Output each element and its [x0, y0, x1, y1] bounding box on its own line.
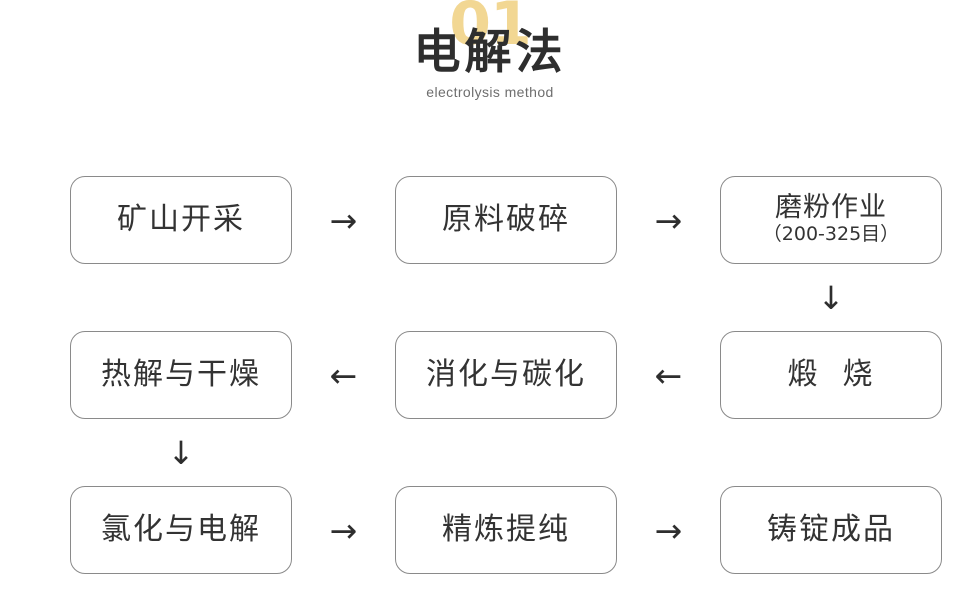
page-header: 01 电解法 electrolysis method — [0, 0, 980, 118]
flow-row-2: 热解与干燥 ← 消化与碳化 ← 煅 烧 — [70, 330, 942, 420]
flow-node-label: 热解与干燥 — [101, 357, 261, 393]
page-title: 电解法 — [413, 25, 567, 80]
flow-connector-row-1: ↓ — [70, 265, 910, 330]
flow-node-label: 矿山开采 — [117, 202, 245, 238]
arrow-right-icon: → — [654, 200, 683, 240]
step-number-badge: 01 — [449, 0, 532, 59]
flow-node-chlorination-electrolysis[interactable]: 氯化与电解 — [70, 486, 292, 574]
flow-node-calcination[interactable]: 煅 烧 — [720, 331, 942, 419]
arrow-right-icon: → — [329, 200, 358, 240]
arrow-right-icon: → — [329, 510, 358, 550]
arrow-left-icon: ← — [329, 355, 358, 395]
header-inner: 01 电解法 electrolysis method — [390, 0, 590, 118]
arrow-down-icon: ↓ — [817, 278, 845, 317]
arrow-left-icon: ← — [654, 355, 683, 395]
page-subtitle: electrolysis method — [426, 84, 554, 100]
arrow-right-icon: → — [654, 510, 683, 550]
flow-node-refining[interactable]: 精炼提纯 — [395, 486, 617, 574]
flow-node-label: 磨粉作业 — [775, 191, 887, 223]
flow-node-sublabel: （200-325目） — [762, 223, 900, 246]
flow-node-label: 原料破碎 — [442, 202, 570, 238]
arrow-down-icon: ↓ — [167, 433, 195, 472]
flow-node-pyrolysis-drying[interactable]: 热解与干燥 — [70, 331, 292, 419]
flow-node-ingot-product[interactable]: 铸锭成品 — [720, 486, 942, 574]
flow-node-label: 铸锭成品 — [767, 512, 895, 548]
flow-connector-row-2: ↓ — [70, 420, 910, 485]
process-flowchart: 矿山开采 → 原料破碎 → 磨粉作业 （200-325目） ↓ 热解与干燥 ← … — [70, 175, 942, 575]
flow-node-label: 煅 烧 — [787, 357, 875, 393]
flow-node-raw-crushing[interactable]: 原料破碎 — [395, 176, 617, 264]
flow-node-mining[interactable]: 矿山开采 — [70, 176, 292, 264]
flow-node-label: 氯化与电解 — [101, 512, 261, 548]
flow-node-milling[interactable]: 磨粉作业 （200-325目） — [720, 176, 942, 264]
flow-row-3: 氯化与电解 → 精炼提纯 → 铸锭成品 — [70, 485, 942, 575]
flow-node-label: 消化与碳化 — [426, 357, 586, 393]
flow-row-1: 矿山开采 → 原料破碎 → 磨粉作业 （200-325目） — [70, 175, 942, 265]
flow-node-label: 精炼提纯 — [442, 512, 570, 548]
flow-node-digestion-carbonation[interactable]: 消化与碳化 — [395, 331, 617, 419]
